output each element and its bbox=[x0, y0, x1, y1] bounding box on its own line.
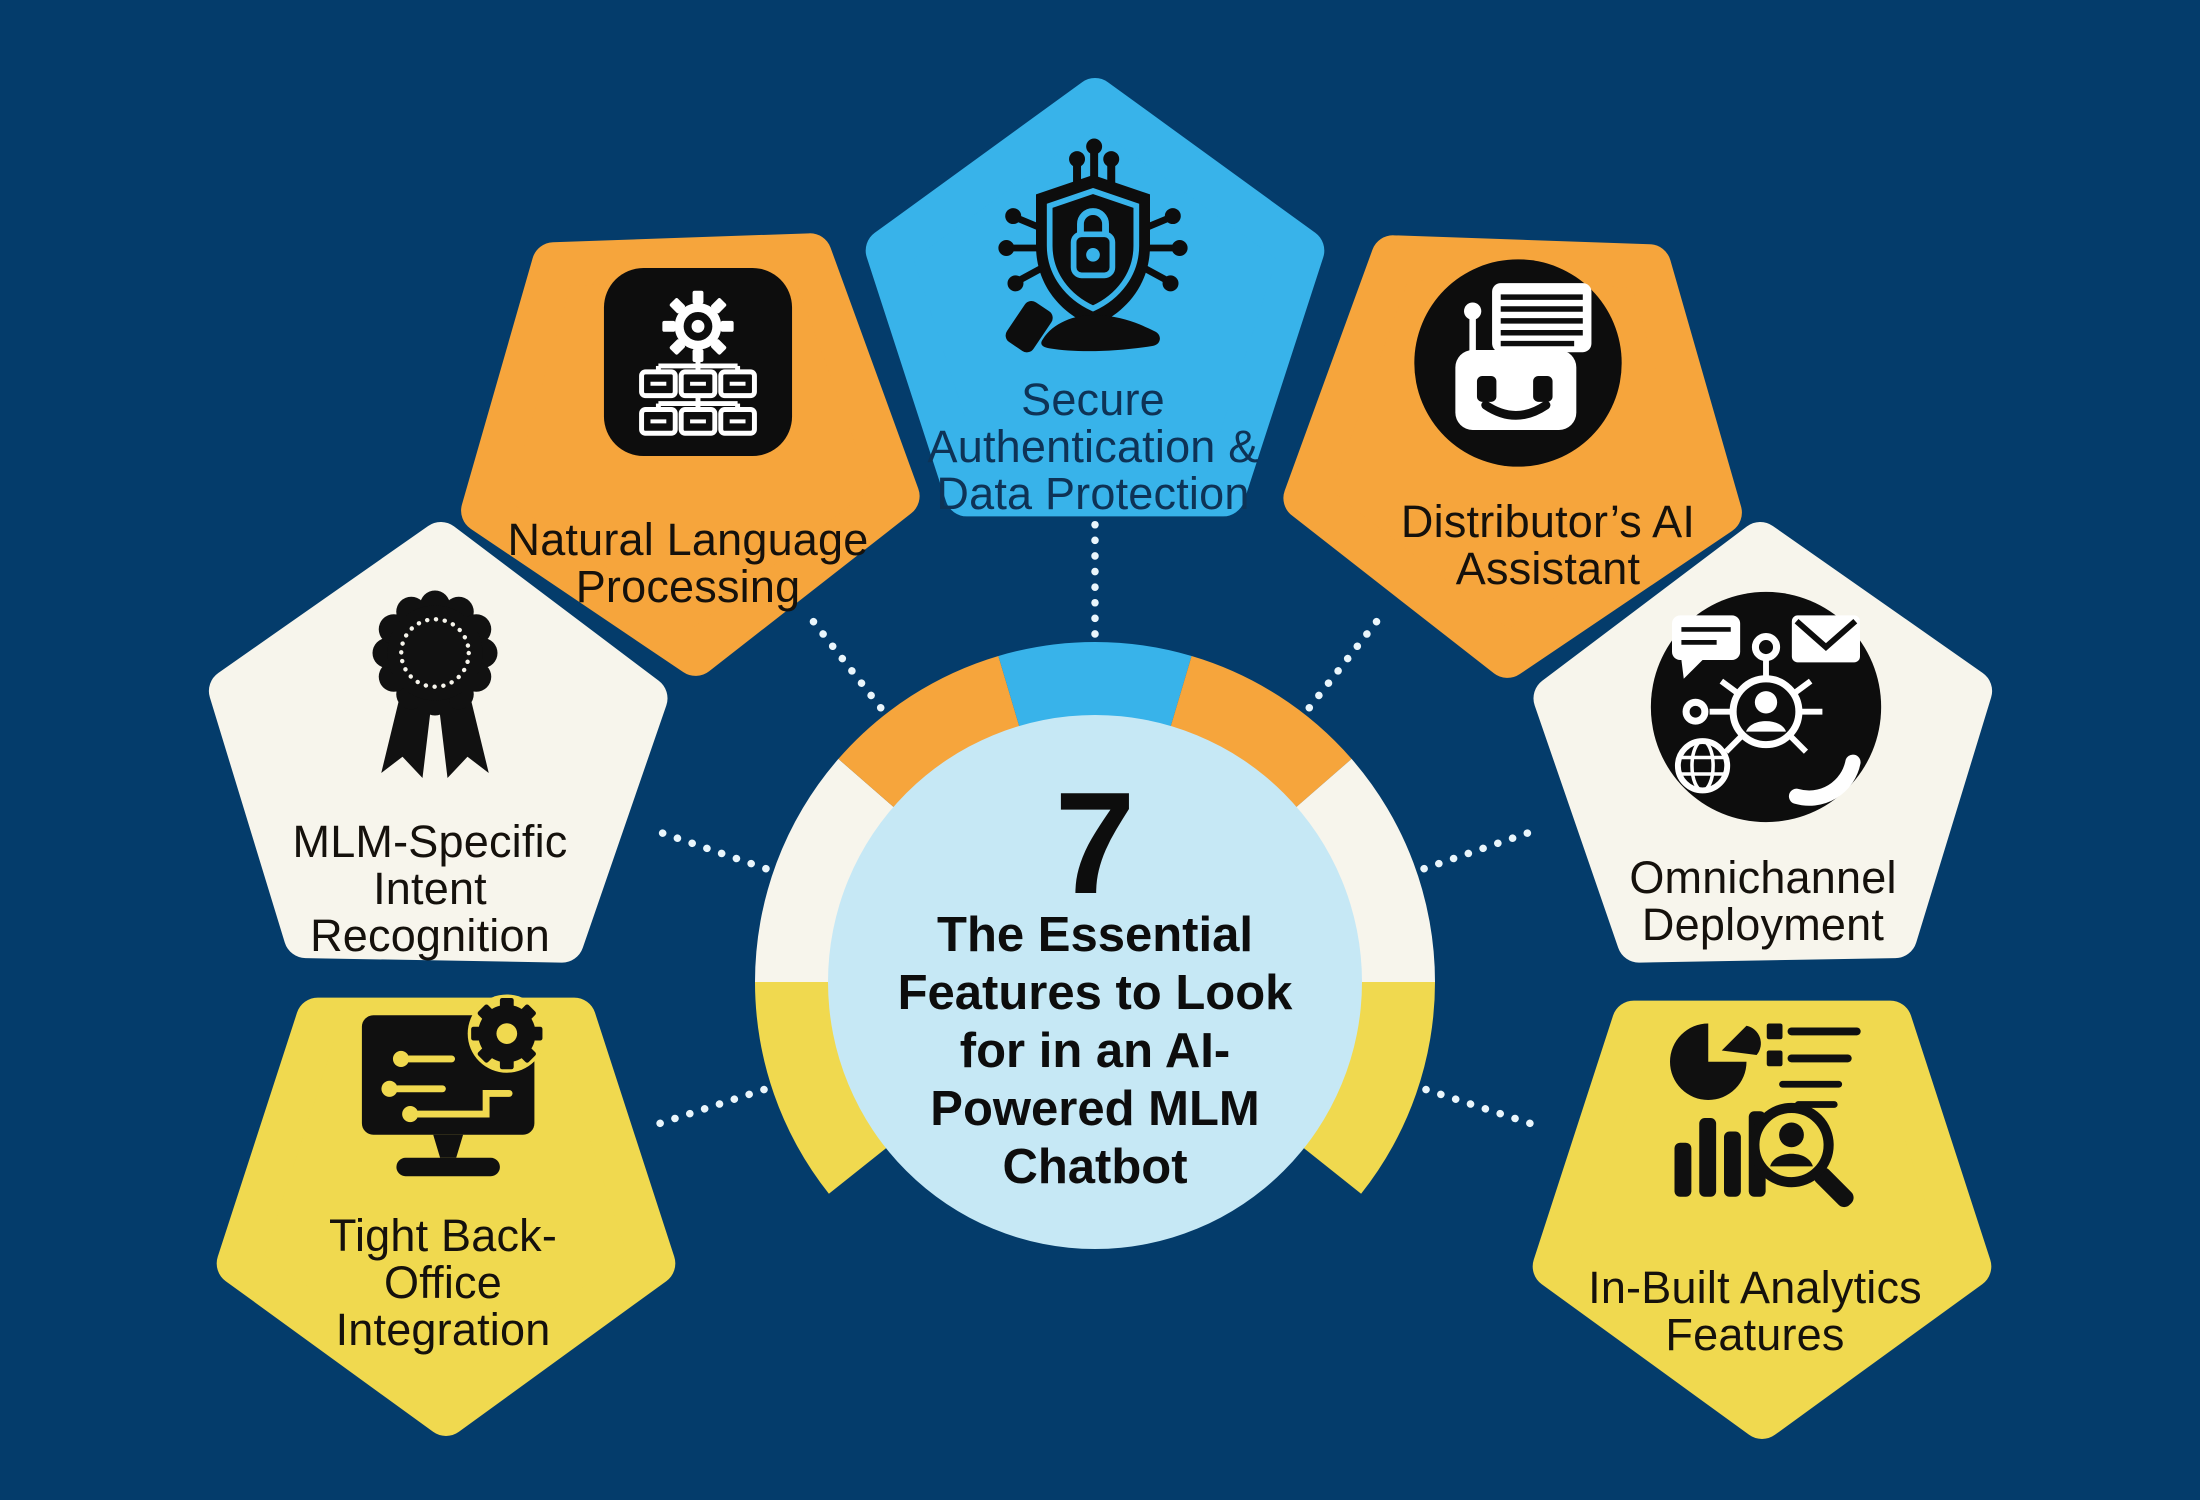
center-title-line: The Essential bbox=[937, 908, 1253, 962]
label-line: Natural Language bbox=[507, 514, 869, 565]
label-line: Assistant bbox=[1455, 543, 1641, 594]
gear-flowchart-icon bbox=[603, 267, 793, 457]
label-line: Authentication & bbox=[927, 421, 1259, 472]
dotted-connector-line bbox=[1305, 614, 1384, 712]
label-line: Data Protection bbox=[936, 468, 1250, 519]
dotted-connector-line bbox=[654, 827, 770, 873]
center-title-line: for in an AI- bbox=[959, 1024, 1231, 1078]
pentagon-tight-back-office-integration bbox=[216, 997, 676, 1436]
label-line: Distributor’s AI bbox=[1400, 496, 1696, 547]
award-ribbon-icon bbox=[372, 590, 498, 778]
center-title-line: Chatbot bbox=[1002, 1140, 1188, 1194]
ring-segment bbox=[1303, 982, 1435, 1194]
feature-label-secure-authentication: Secure Authentication & Data Protection bbox=[928, 376, 1259, 517]
label-line: Integration bbox=[335, 1304, 551, 1355]
feature-label-mlm-specific-intent-recognition: MLM-Specific Intent Recognition bbox=[293, 818, 568, 959]
ring-segment bbox=[755, 982, 887, 1194]
dotted-connector-line bbox=[1422, 1085, 1539, 1129]
label-line: Omnichannel bbox=[1629, 852, 1897, 903]
center-circle bbox=[828, 715, 1362, 1249]
label-line: Tight Back- bbox=[328, 1210, 558, 1261]
pentagon-in-built-analytics-features bbox=[1532, 1000, 1992, 1439]
ring-segment bbox=[1295, 758, 1435, 982]
label-line: Secure bbox=[1021, 374, 1165, 425]
label-line: Processing bbox=[575, 561, 801, 612]
multichannel-network-icon bbox=[1650, 591, 1882, 823]
feature-label-tight-back-office-integration: Tight Back- Office Integration bbox=[329, 1212, 557, 1353]
ring-segment bbox=[838, 656, 1020, 808]
ring-segment bbox=[998, 641, 1192, 727]
center-title: The Essential Features to Look for in an… bbox=[898, 906, 1293, 1196]
ring-segment bbox=[755, 758, 895, 982]
center-title-line: Powered MLM bbox=[930, 1082, 1260, 1136]
center-title-line: Features to Look bbox=[897, 966, 1293, 1020]
feature-label-omnichannel-deployment: Omnichannel Deployment bbox=[1629, 854, 1896, 948]
center-number: 7 bbox=[1054, 762, 1136, 924]
shield-lock-circuit-hand-icon bbox=[998, 138, 1188, 353]
label-line: MLM-Specific bbox=[292, 816, 568, 867]
monitor-gear-circuit-icon bbox=[361, 994, 546, 1177]
dotted-connector-line bbox=[806, 614, 885, 712]
chatbot-speech-bubble-icon bbox=[1414, 259, 1622, 467]
feature-label-natural-language-processing: Natural Language Processing bbox=[508, 516, 869, 610]
label-line: Features bbox=[1665, 1309, 1845, 1360]
pentagon-mlm-specific-intent-recognition bbox=[208, 522, 668, 963]
feature-label-in-built-analytics-features: In-Built Analytics Features bbox=[1588, 1264, 1922, 1358]
label-line: Recognition bbox=[310, 910, 550, 961]
label-line: In-Built Analytics bbox=[1588, 1262, 1922, 1313]
dotted-connector-line bbox=[651, 1085, 768, 1129]
ring-segment bbox=[1170, 656, 1352, 808]
analytics-magnifier-icon bbox=[1670, 1023, 1861, 1208]
feature-label-distributors-ai-assistant: Distributor’s AI Assistant bbox=[1401, 498, 1695, 592]
label-line: Intent bbox=[373, 863, 487, 914]
label-line: Deployment bbox=[1641, 899, 1885, 950]
dotted-connector-line bbox=[1420, 827, 1536, 873]
label-line: Office bbox=[384, 1257, 502, 1308]
